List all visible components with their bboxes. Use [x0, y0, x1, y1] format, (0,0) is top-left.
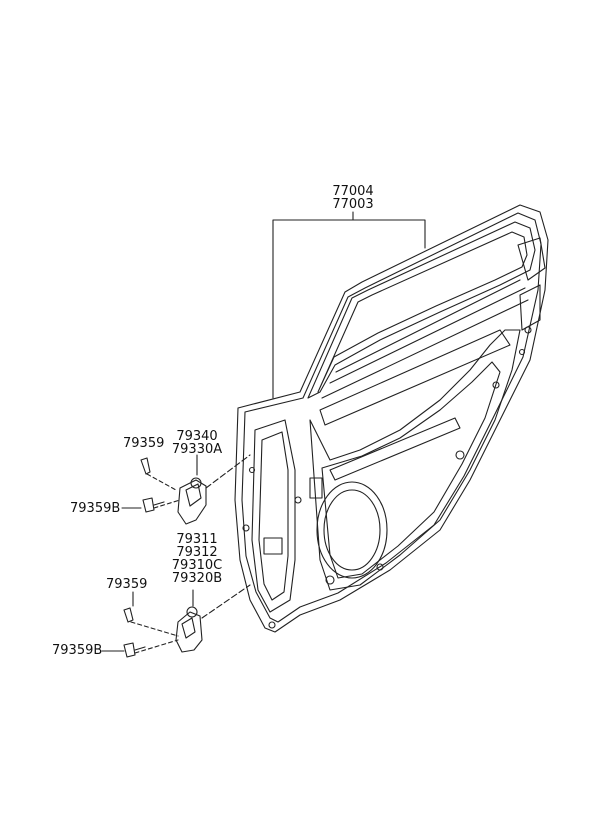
- label-79359b-upper: 79359B: [70, 501, 121, 516]
- label-79311: 79311: [176, 532, 218, 547]
- label-79330a: 79330A: [171, 442, 223, 457]
- lower-hinge-drawing: [175, 584, 251, 653]
- label-77003: 77003: [332, 197, 374, 212]
- label-79359-upper: 79359: [123, 436, 165, 451]
- upper-hinge-drawing: [177, 454, 251, 525]
- label-79359b-lower: 79359B: [52, 643, 103, 658]
- leader-door-panel: [272, 211, 426, 399]
- label-79340: 79340: [176, 429, 218, 444]
- upper-bolts-drawing: [121, 457, 181, 513]
- label-79310c: 79310C: [171, 558, 223, 573]
- label-79359-lower: 79359: [106, 577, 148, 592]
- label-77004: 77004: [332, 184, 374, 199]
- lower-bolts-drawing: [101, 591, 179, 658]
- door-shell: [234, 204, 549, 633]
- label-79312: 79312: [176, 545, 218, 560]
- label-79320b: 79320B: [171, 571, 223, 586]
